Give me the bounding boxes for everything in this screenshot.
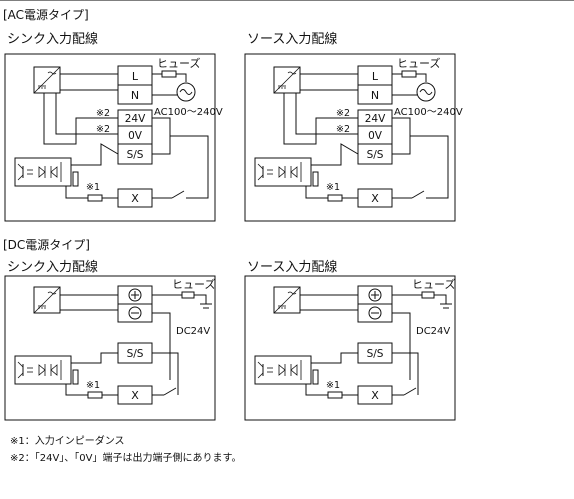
ac-sink-fuse-label: ヒューズ <box>157 56 200 70</box>
dc-sink-supply-label: DC24V <box>176 326 210 337</box>
dc-sink-terminal-ss: S/S <box>127 348 144 360</box>
ac-source-mark-3: ※1 <box>326 182 340 193</box>
ac-sink-mark-1: ※2 <box>96 108 110 119</box>
dc-source-terminal-ss: S/S <box>367 348 384 360</box>
ac-sink-mark-3: ※1 <box>86 182 100 193</box>
ac-source-terminal-l: L <box>372 70 379 83</box>
ac-source-terminal-0v: 0V <box>368 130 383 142</box>
ac-source-terminal-n: N <box>371 89 379 102</box>
ac-sink-terminal-x: X <box>131 192 139 205</box>
ac-sink-mark-2: ※2 <box>96 124 110 135</box>
ac-source-mark-1: ※2 <box>336 108 350 119</box>
note-2: ※2：「24V」、「0V」端子は出力端子側にあります。 <box>10 453 242 464</box>
dc-sink-title: シンク入力配線 <box>7 260 99 275</box>
dc-sink-fuse-label: ヒューズ <box>172 277 215 291</box>
dc-section-title: [DC電源タイプ] <box>3 238 90 252</box>
ac-source-mark-2: ※2 <box>336 124 350 135</box>
dc-source-fuse-label: ヒューズ <box>412 277 455 291</box>
ac-source-terminal-ss: S/S <box>367 149 384 161</box>
ac-sink-terminal-l: L <box>132 70 139 83</box>
ac-section-title: [AC電源タイプ] <box>3 8 89 22</box>
ac-source-terminal-24v: 24V <box>365 113 386 125</box>
ac-sink-terminal-ss: S/S <box>127 149 144 161</box>
dc-sink-terminal-x: X <box>131 389 139 402</box>
ac-sink-title: シンク入力配線 <box>7 32 99 47</box>
dc-source-supply-label: DC24V <box>416 326 450 337</box>
ac-sink-supply-label: AC100～240V <box>154 107 223 118</box>
ac-sink-diagram <box>4 53 216 222</box>
ac-source-terminal-x: X <box>371 192 379 205</box>
dc-sink-mark-1: ※1 <box>86 380 100 391</box>
ac-source-supply-label: AC100～240V <box>394 107 463 118</box>
ac-sink-terminal-0v: 0V <box>128 130 143 142</box>
dc-source-title: ソース入力配線 <box>247 260 338 275</box>
ac-source-diagram <box>244 53 456 222</box>
dc-sink-diagram <box>4 275 216 421</box>
ac-sink-terminal-24v: 24V <box>125 113 146 125</box>
dc-source-diagram <box>244 275 456 421</box>
ac-source-title: ソース入力配線 <box>247 32 338 47</box>
ac-source-fuse-label: ヒューズ <box>397 56 440 70</box>
ac-sink-terminal-n: N <box>131 89 139 102</box>
dc-source-terminal-x: X <box>371 389 379 402</box>
note-1: ※1：入力インピーダンス <box>10 436 125 447</box>
dc-source-mark-1: ※1 <box>326 380 340 391</box>
